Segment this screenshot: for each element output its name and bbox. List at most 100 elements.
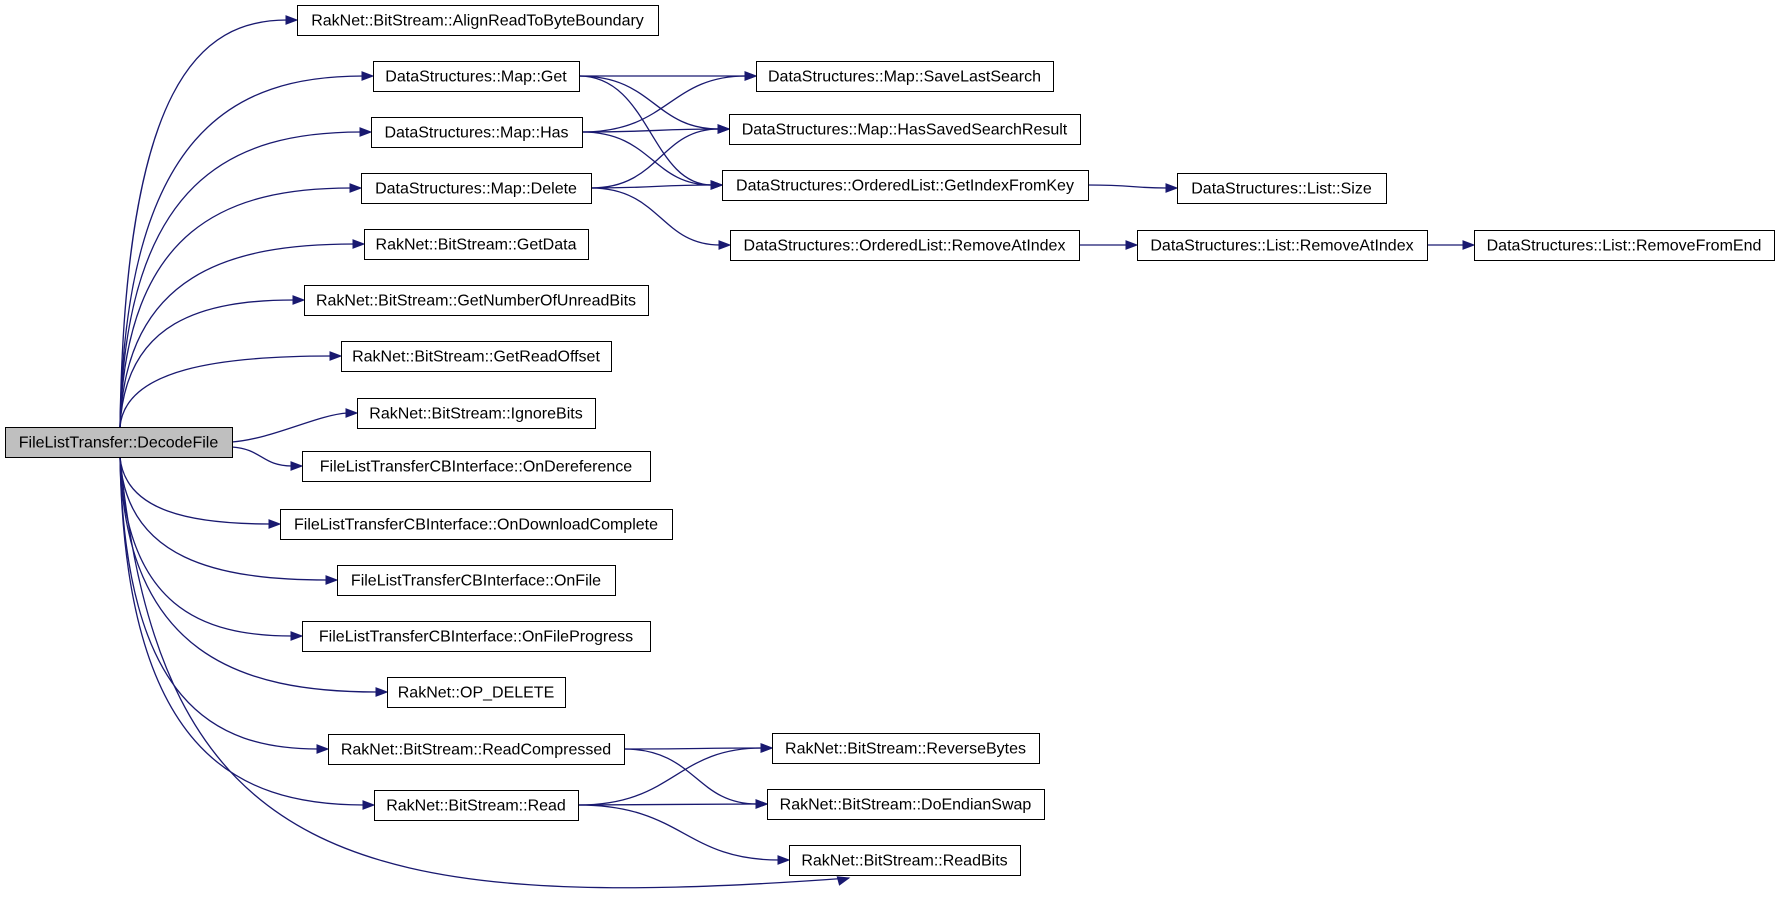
node-map-has[interactable]: DataStructures::Map::Has	[371, 117, 583, 148]
node-box[interactable]	[364, 229, 589, 260]
node-label: FileListTransferCBInterface::OnDereferen…	[320, 459, 633, 476]
edge-decode_file-to-get_data	[119, 239, 366, 428]
edge-line	[119, 456, 271, 525]
node-box[interactable]	[1474, 230, 1775, 261]
edge-line	[231, 446, 293, 467]
arrow-head	[316, 744, 330, 754]
arrow-head	[755, 799, 769, 809]
node-get-unread-bits[interactable]: RakNet::BitStream::GetNumberOfUnreadBits	[304, 285, 649, 316]
node-save-last-search[interactable]: DataStructures::Map::SaveLastSearch	[756, 61, 1054, 92]
node-box[interactable]	[789, 845, 1021, 876]
node-box[interactable]	[297, 5, 659, 36]
node-on-file[interactable]: FileListTransferCBInterface::OnFile	[337, 565, 616, 596]
edge-decode_file-to-on_file_progress	[119, 456, 304, 641]
arrow-head	[777, 855, 791, 865]
edge-get_index_from_key-to-list_size	[1087, 183, 1179, 193]
edge-line	[1087, 184, 1168, 189]
node-label: RakNet::BitStream::DoEndianSwap	[780, 797, 1032, 814]
edge-map_get-to-get_index_from_key	[578, 75, 724, 190]
node-box[interactable]	[337, 565, 616, 596]
node-box[interactable]	[1177, 173, 1387, 204]
node-box[interactable]	[357, 398, 596, 429]
arrow-head	[268, 519, 282, 529]
node-map-get[interactable]: DataStructures::Map::Get	[373, 61, 580, 92]
arrow-head	[359, 127, 373, 137]
node-label: FileListTransferCBInterface::OnFileProgr…	[319, 629, 633, 646]
arrow-head	[1165, 183, 1179, 193]
edge-decode_file-to-get_unread_bits	[119, 295, 306, 428]
node-box[interactable]	[304, 285, 649, 316]
node-box[interactable]	[1137, 230, 1428, 261]
node-has-saved-search[interactable]: DataStructures::Map::HasSavedSearchResul…	[729, 114, 1081, 145]
node-ol-remove-at-index[interactable]: DataStructures::OrderedList::RemoveAtInd…	[730, 230, 1080, 261]
node-map-delete[interactable]: DataStructures::Map::Delete	[361, 173, 592, 204]
node-box[interactable]	[756, 61, 1054, 92]
edge-line	[578, 75, 720, 130]
arrow-head	[325, 575, 339, 585]
node-get-read-offset[interactable]: RakNet::BitStream::GetReadOffset	[341, 341, 612, 372]
edge-map_delete-to-ol_remove_at_index	[590, 187, 732, 250]
node-box[interactable]	[730, 230, 1080, 261]
node-label: DataStructures::List::RemoveAtIndex	[1150, 238, 1413, 255]
edge-line	[231, 412, 348, 443]
arrow-head	[290, 631, 304, 641]
node-do-endian-swap[interactable]: RakNet::BitStream::DoEndianSwap	[767, 789, 1045, 820]
node-box[interactable]	[371, 117, 583, 148]
node-align-read[interactable]: RakNet::BitStream::AlignReadToByteBounda…	[297, 5, 659, 36]
node-list-remove-at-index[interactable]: DataStructures::List::RemoveAtIndex	[1137, 230, 1428, 261]
node-box[interactable]	[280, 509, 673, 540]
node-label: RakNet::BitStream::IgnoreBits	[369, 406, 582, 423]
arrow-head	[710, 180, 724, 190]
edge-decode_file-to-map_delete	[119, 183, 363, 428]
edge-line	[581, 75, 747, 133]
node-layer: FileListTransfer::DecodeFileRakNet::BitS…	[5, 5, 1775, 876]
node-box[interactable]	[387, 677, 566, 708]
edge-read_compressed-to-do_endian_swap	[623, 748, 769, 809]
node-box[interactable]	[302, 451, 651, 482]
edge-line	[119, 299, 295, 428]
node-box[interactable]	[328, 734, 625, 765]
node-bs-read[interactable]: RakNet::BitStream::Read	[374, 790, 579, 821]
edge-decode_file-to-ignore_bits	[231, 408, 359, 443]
node-box[interactable]	[5, 427, 233, 458]
node-box[interactable]	[722, 170, 1089, 201]
node-box[interactable]	[373, 61, 580, 92]
arrow-head	[760, 743, 774, 753]
node-on-dereference[interactable]: FileListTransferCBInterface::OnDereferen…	[302, 451, 651, 482]
node-label: RakNet::OP_DELETE	[398, 685, 555, 702]
edge-line	[590, 128, 720, 189]
node-read-compressed[interactable]: RakNet::BitStream::ReadCompressed	[328, 734, 625, 765]
node-op-delete[interactable]: RakNet::OP_DELETE	[387, 677, 566, 708]
node-label: FileListTransfer::DecodeFile	[19, 435, 219, 452]
node-box[interactable]	[341, 341, 612, 372]
node-box[interactable]	[767, 789, 1045, 820]
node-box[interactable]	[302, 621, 651, 652]
edge-line	[119, 456, 850, 889]
node-ignore-bits[interactable]: RakNet::BitStream::IgnoreBits	[357, 398, 596, 429]
node-on-download-complete[interactable]: FileListTransferCBInterface::OnDownloadC…	[280, 509, 673, 540]
node-box[interactable]	[729, 114, 1081, 145]
node-decode-file[interactable]: FileListTransfer::DecodeFile	[5, 427, 233, 458]
edge-bs_read-to-read_bits	[577, 804, 791, 865]
edge-line	[581, 128, 720, 133]
arrow-head	[836, 876, 851, 886]
node-reverse-bytes[interactable]: RakNet::BitStream::ReverseBytes	[772, 733, 1040, 764]
edge-line	[119, 187, 352, 428]
node-label: RakNet::BitStream::Read	[386, 798, 566, 815]
node-read-bits[interactable]: RakNet::BitStream::ReadBits	[789, 845, 1021, 876]
node-label: DataStructures::Map::Get	[385, 69, 567, 86]
edge-decode_file-to-on_dereference	[231, 446, 304, 471]
edge-line	[119, 243, 355, 428]
node-box[interactable]	[374, 790, 579, 821]
node-list-size[interactable]: DataStructures::List::Size	[1177, 173, 1387, 204]
edge-decode_file-to-bs_read	[119, 456, 376, 810]
node-on-file-progress[interactable]: FileListTransferCBInterface::OnFileProgr…	[302, 621, 651, 652]
node-label: RakNet::BitStream::ReadCompressed	[341, 742, 611, 759]
node-label: RakNet::BitStream::GetReadOffset	[352, 349, 600, 366]
node-get-data[interactable]: RakNet::BitStream::GetData	[364, 229, 589, 260]
node-box[interactable]	[361, 173, 592, 204]
node-list-remove-from-end[interactable]: DataStructures::List::RemoveFromEnd	[1474, 230, 1775, 261]
node-label: RakNet::BitStream::ReverseBytes	[785, 741, 1026, 758]
node-box[interactable]	[772, 733, 1040, 764]
node-get-index-from-key[interactable]: DataStructures::OrderedList::GetIndexFro…	[722, 170, 1089, 201]
